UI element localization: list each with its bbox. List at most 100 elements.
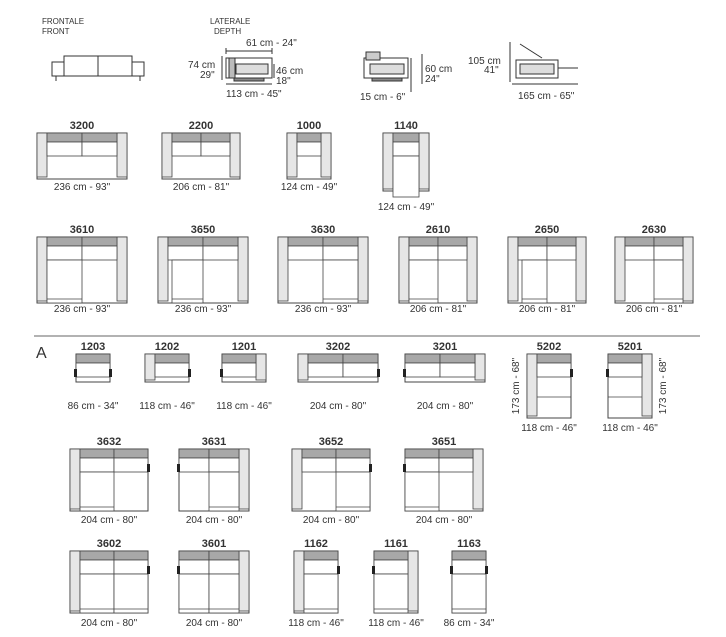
- back-cushion: [202, 236, 239, 247]
- model-vertical-dimension: 173 cm - 68": [658, 357, 669, 414]
- seat-cushion: [404, 362, 441, 378]
- model-code: 1000: [297, 120, 321, 132]
- model-code: 3630: [311, 224, 335, 236]
- left-arm: [382, 132, 394, 190]
- connector-mark: [188, 369, 191, 377]
- model-code: 1140: [394, 120, 418, 132]
- sofa-model-1000: 1000 124 cm - 49": [281, 120, 338, 193]
- seat-cushion: [171, 141, 202, 157]
- seat-cushion: [303, 559, 339, 575]
- seat-cushion: [81, 141, 118, 157]
- model-code: 1163: [457, 538, 481, 550]
- back-cushion: [404, 448, 440, 459]
- seat-cushion: [81, 245, 118, 261]
- model-dimension: 118 cm - 46": [216, 401, 272, 412]
- back-cushion: [154, 353, 190, 364]
- left-arm: [69, 550, 81, 612]
- depth-label-en: DEPTH: [214, 27, 241, 36]
- chaise-section: [404, 471, 440, 512]
- seat-cushion: [154, 362, 190, 378]
- seat-cushion: [200, 141, 231, 157]
- connector-mark: [337, 566, 340, 574]
- seat-cushion: [438, 457, 474, 473]
- sofa-model-3630: 3630 236 cm - 93": [277, 224, 369, 315]
- back-cushion: [392, 132, 420, 143]
- back-cushion: [335, 448, 371, 459]
- front-view-sofa: [51, 55, 145, 81]
- model-dimension: 204 cm - 80": [81, 515, 138, 526]
- open-height-in: 41": [484, 65, 499, 76]
- seat-cushion: [79, 559, 115, 575]
- model-dimension: 236 cm - 93": [175, 304, 232, 315]
- back-cushion: [167, 236, 204, 247]
- connector-mark: [220, 369, 223, 377]
- model-dimension: 204 cm - 80": [186, 618, 243, 629]
- left-arm: [36, 236, 48, 302]
- seat-cushion: [437, 245, 468, 261]
- sofa-model-2200: 2200 206 cm - 81": [161, 120, 241, 193]
- chaise-section: [208, 471, 240, 512]
- model-code: 2630: [642, 224, 666, 236]
- back-cushion: [81, 132, 118, 143]
- left-arm: [398, 236, 410, 302]
- left-arm: [277, 236, 289, 302]
- model-code: 1203: [81, 341, 105, 353]
- back-cushion: [208, 448, 240, 459]
- seat-cushion: [342, 362, 379, 378]
- chaise-section: [79, 573, 115, 614]
- height-dim-cm: 74 cm: [188, 60, 215, 71]
- right-arm: [320, 132, 332, 178]
- back-cushion: [607, 353, 643, 364]
- seat-cushion: [439, 362, 476, 378]
- left-arm: [291, 448, 303, 510]
- seat-cushion: [221, 362, 257, 378]
- right-arm: [116, 132, 128, 178]
- seat-dim-in: 18": [276, 76, 291, 87]
- model-dimension: 206 cm - 81": [410, 304, 467, 315]
- sofa-model-1203: 1203 86 cm - 34": [68, 341, 119, 412]
- model-dimension: 118 cm - 46": [368, 618, 424, 629]
- left-arm: [297, 353, 309, 381]
- model-dimension: 236 cm - 93": [295, 304, 352, 315]
- back-cushion: [171, 132, 202, 143]
- seat-cushion: [536, 362, 572, 378]
- chaise-section: [46, 259, 83, 304]
- left-arm: [157, 236, 169, 302]
- model-dimension: 86 cm - 34": [444, 618, 495, 629]
- depth-dim: 113 cm - 45": [226, 89, 282, 100]
- model-code: 2200: [189, 120, 213, 132]
- sofa-model-1201: 1201 118 cm - 46": [216, 341, 272, 412]
- connector-mark: [377, 369, 380, 377]
- section-label: A: [36, 345, 47, 362]
- connector-mark: [177, 566, 180, 574]
- model-vertical-dimension: 173 cm - 68": [511, 357, 522, 414]
- back-cushion: [178, 448, 210, 459]
- connector-mark: [485, 566, 488, 574]
- model-dimension: 124 cm - 49": [281, 182, 338, 193]
- back-cushion: [221, 353, 257, 364]
- connector-mark: [570, 369, 573, 377]
- seat-cushion: [373, 559, 409, 575]
- right-arm: [575, 236, 587, 302]
- model-dimension: 206 cm - 81": [173, 182, 230, 193]
- model-dimension: 118 cm - 46": [288, 618, 344, 629]
- back-height-in: 24": [425, 74, 440, 85]
- model-dimension: 206 cm - 81": [519, 304, 576, 315]
- model-code: 1201: [232, 341, 256, 353]
- seat-cushion: [517, 245, 548, 261]
- seat-cushion: [208, 457, 240, 473]
- model-dimension: 86 cm - 34": [68, 401, 119, 412]
- seat-cushion: [404, 457, 440, 473]
- chaise-section: [79, 471, 115, 512]
- sofa-model-1163: 1163 86 cm - 34": [444, 538, 495, 629]
- seat-cushion: [208, 559, 240, 575]
- left-arm: [286, 132, 298, 178]
